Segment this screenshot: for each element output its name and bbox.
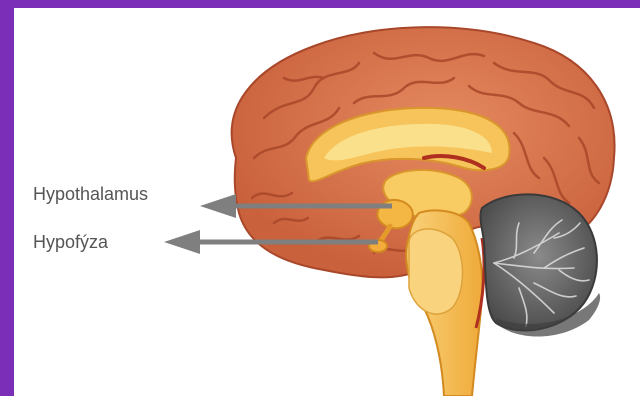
- pituitary-label: Hypofýza: [33, 232, 108, 253]
- hypothalamus-label: Hypothalamus: [33, 184, 148, 205]
- pons: [409, 229, 463, 314]
- diagram-frame: Hypothalamus Hypofýza: [14, 8, 640, 396]
